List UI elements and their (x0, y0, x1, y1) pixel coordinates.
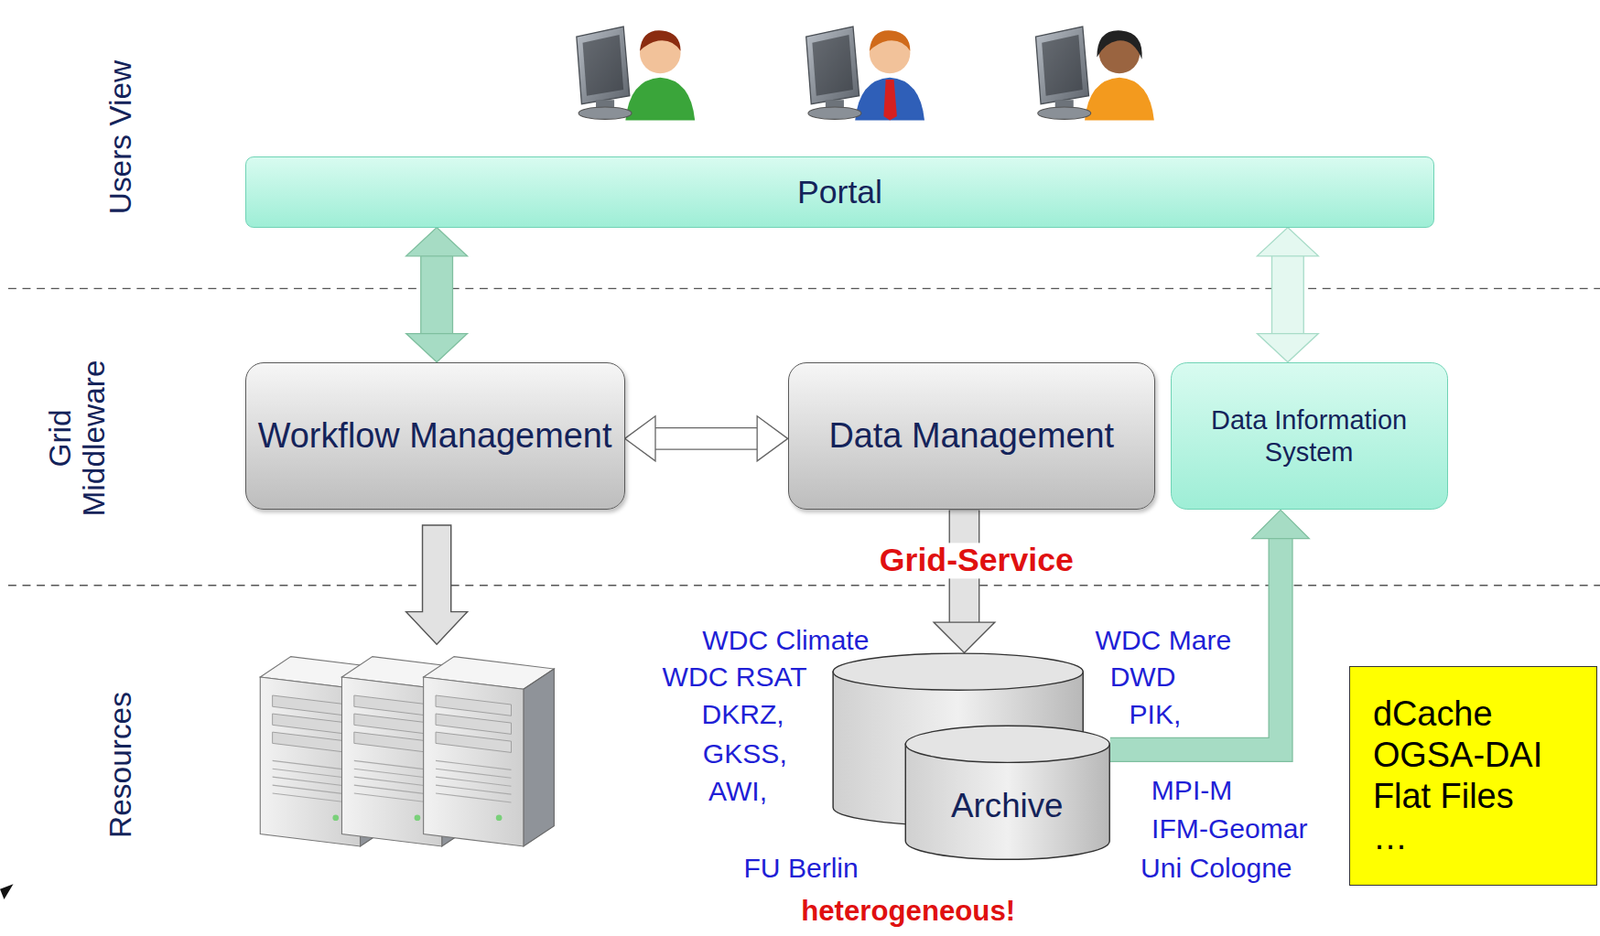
arrow-head (933, 622, 995, 653)
institution-name: FU Berlin (743, 853, 858, 884)
arrow-head (756, 416, 788, 462)
user-icon (576, 26, 695, 121)
process-box: Workflow Management (245, 362, 626, 511)
layer-label: Resources (103, 691, 138, 839)
block-arrow (406, 525, 468, 645)
arrow-shaft (655, 427, 757, 451)
process-box: Data Management (788, 362, 1156, 511)
arrow-shaft (420, 256, 454, 335)
arrow-head (1256, 227, 1319, 257)
institution-name: PIK, (1129, 700, 1182, 731)
institution-name: WDC Climate (702, 626, 869, 657)
user-icon (1036, 26, 1155, 121)
arrow-shaft (1272, 256, 1303, 335)
server-icon (259, 657, 554, 847)
service-box: Data Information System (1170, 362, 1449, 511)
institution-name: Uni Cologne (1140, 853, 1293, 884)
institution-name: DWD (1110, 662, 1177, 693)
box-label: dCache (1362, 693, 1503, 736)
arrow-head (1252, 509, 1309, 539)
block-arrow (625, 416, 789, 462)
layer-label: Grid Middleware (43, 341, 112, 536)
block-arrow (406, 227, 468, 363)
layer-label: Users View (103, 60, 138, 215)
institution-name: MPI-M (1151, 775, 1233, 806)
box-label: Flat Files (1362, 776, 1525, 818)
institution-name: WDC RSAT (662, 662, 808, 693)
institution-name: IFM-Geomar (1151, 814, 1308, 845)
arrow-head (406, 227, 468, 257)
institution-name: DKRZ, (701, 700, 784, 731)
box-label: OGSA-DAI (1362, 735, 1554, 777)
user-icon (806, 26, 925, 121)
arrow-head (406, 334, 468, 363)
block-arrow (933, 509, 995, 653)
archive-cylinder: Archive (832, 652, 1111, 863)
corner-mark (0, 884, 13, 900)
box-label: Workflow Management (248, 415, 623, 457)
arrow-shaft (421, 256, 452, 335)
institution-name: GKSS, (702, 738, 788, 769)
note-box: dCacheOGSA-DAIFlat Files… (1349, 666, 1598, 887)
institution-name: WDC Mare (1095, 626, 1233, 657)
cylinder-outline (832, 652, 1111, 863)
arrow-shaft (1271, 256, 1305, 335)
portal-box: Portal (245, 156, 1436, 228)
layer-divider (8, 288, 1600, 585)
block-arrow (1256, 227, 1319, 363)
box-label: Archive (951, 786, 1064, 826)
arrow-head (625, 416, 656, 462)
arrow-head (1256, 334, 1319, 363)
institution-name: AWI, (708, 777, 768, 808)
edge-label: Grid-Service (875, 543, 1078, 580)
box-label: … (1362, 817, 1418, 859)
box-label: Data Information System (1171, 404, 1448, 467)
box-label: Data Management (818, 415, 1125, 457)
note-text: heterogeneous! (800, 895, 1016, 927)
box-label: Portal (787, 172, 893, 212)
arrow-shaft (655, 428, 757, 449)
